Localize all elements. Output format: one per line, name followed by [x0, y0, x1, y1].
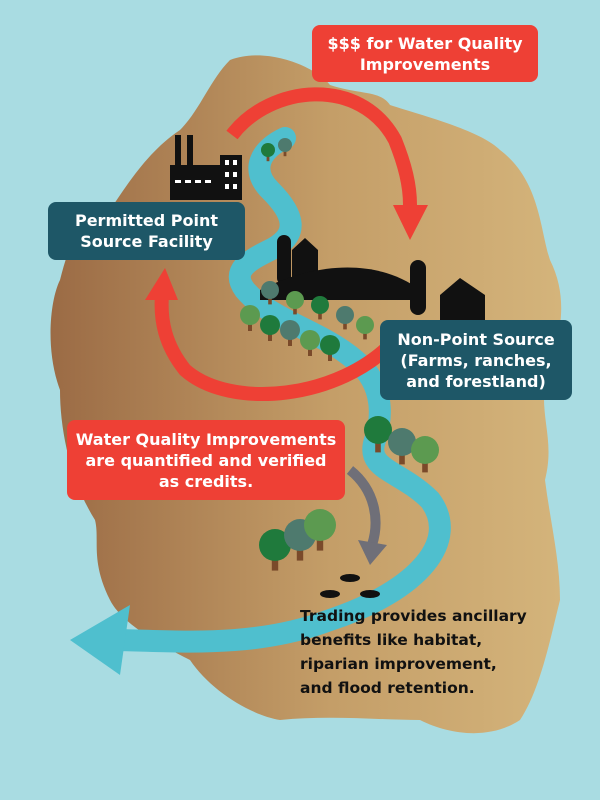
farm-icon [260, 235, 485, 320]
tree-icon [261, 281, 279, 299]
tree-icon [260, 315, 280, 335]
tree-icon [311, 296, 329, 314]
tree-icon [280, 320, 300, 340]
benefits-note: Trading provides ancillary benefits like… [300, 607, 527, 697]
river [99, 127, 451, 653]
tree-icon [304, 509, 336, 541]
tree-icon [336, 306, 354, 324]
tree-icon [411, 436, 439, 464]
tree-icon [320, 335, 340, 355]
tree-icon [388, 428, 416, 456]
tree-icon [259, 529, 291, 561]
funding-label: $$$ for Water Quality Improvements [312, 25, 538, 82]
point-source-label: Permitted Point Source Facility [48, 202, 245, 260]
credits-arrow [154, 294, 401, 401]
river-arrowhead [70, 605, 130, 675]
benefit-arrow [346, 466, 381, 547]
fish-icons [320, 574, 380, 598]
tree-icon [261, 143, 275, 157]
factory-icon [170, 135, 242, 200]
trees [240, 138, 439, 571]
non-point-source-label: Non-Point Source (Farms, ranches, and fo… [380, 320, 572, 400]
tree-icon [278, 138, 292, 152]
tree-icon [356, 316, 374, 334]
tree-icon [286, 291, 304, 309]
tree-icon [240, 305, 260, 325]
credits-label: Water Quality Improvements are quantifie… [67, 420, 345, 500]
tree-icon [364, 416, 392, 444]
funding-arrow [226, 87, 417, 206]
tree-icon [300, 330, 320, 350]
